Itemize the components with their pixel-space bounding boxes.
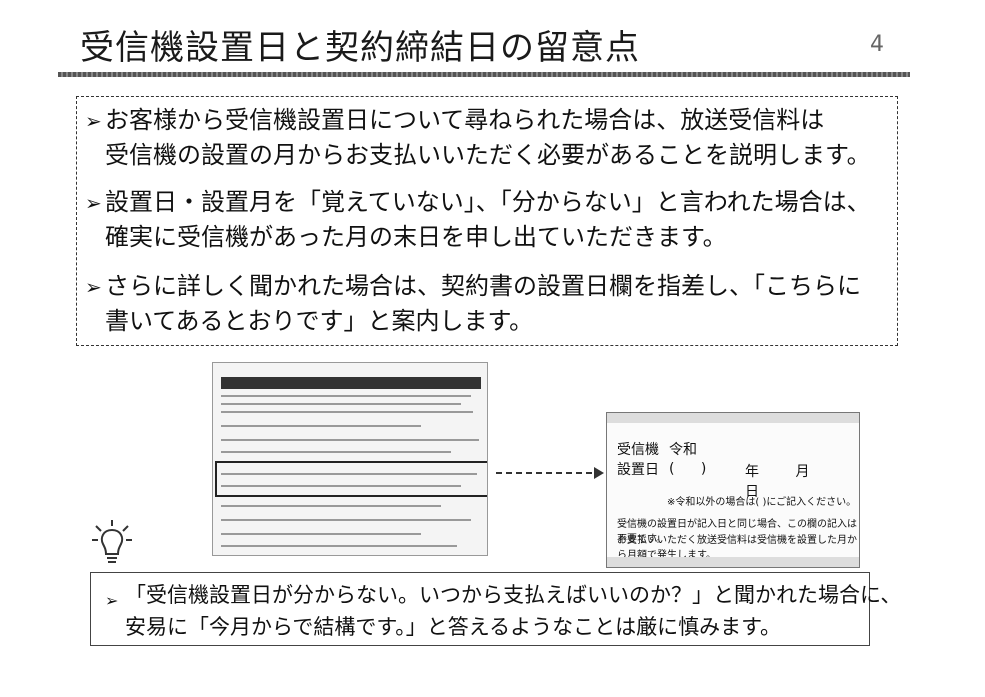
bullet-line-2: 書いてあるとおりです」と案内します。: [105, 307, 534, 335]
bullet-item: ➢さらに詳しく聞かれた場合は、契約書の設置日欄を指差し、「こちらに 書いてあると…: [85, 269, 861, 338]
installation-date-highlight: [215, 461, 487, 497]
zoom-note-era: ※令和以外の場合は( )にご記入ください。: [667, 497, 857, 508]
form-line: [221, 403, 461, 405]
bullet-line-1: 設置日・設置月を「覚えていない」、「分からない」と言われた場合は、: [105, 188, 871, 216]
zoom-note-payment: お支払いいただく放送受信料は受信機を設置した月から月額で発生します。: [617, 535, 857, 561]
bullet-mark: ➢: [85, 275, 102, 299]
bullet-box: ➢お客様から受信機設置日について尋ねられた場合は、放送受信料は 受信機の設置の月…: [76, 96, 898, 346]
notice-mark: ➢: [105, 591, 119, 610]
form-line: [221, 411, 473, 413]
bullet-line-1: さらに詳しく聞かれた場合は、契約書の設置日欄を指差し、「こちらに: [105, 272, 861, 300]
bullet-mark: ➢: [85, 191, 102, 215]
bullet-line-2: 受信機の設置の月からお支払いいただく必要があることを説明します。: [105, 141, 871, 169]
zoom-paren: ( ): [669, 461, 707, 477]
lightbulb-icon: [92, 520, 132, 563]
zoom-era: 令和: [669, 442, 697, 458]
form-line: [221, 451, 451, 453]
zoom-label-line-1: 受信機: [617, 442, 659, 458]
form-line: [221, 473, 477, 475]
form-line: [221, 425, 421, 427]
zoom-bottom-strip: [607, 557, 859, 567]
bullet-mark: ➢: [85, 109, 102, 133]
notice-line-2: 安易に「今月からで結構です。」と答えるようなことは厳に慎みます。: [125, 615, 782, 639]
zoom-top-strip: [607, 413, 859, 423]
form-line: [221, 505, 441, 507]
bullet-line-1: お客様から受信機設置日について尋ねられた場合は、放送受信料は: [105, 106, 825, 134]
form-line: [221, 533, 421, 535]
title-underline: [58, 72, 910, 77]
zoom-note-same-day: 受信機の設置日が記入日と同じ場合、この欄の記入は不要です。: [617, 519, 857, 545]
form-line: [221, 519, 471, 521]
zoom-label-line-2: 設置日: [617, 462, 659, 478]
form-line: [221, 485, 461, 487]
form-line: [221, 395, 471, 397]
caution-notice-box: ➢ 「受信機設置日が分からない。いつから支払えばいいのか？」と聞かれた場合に、 …: [90, 572, 901, 646]
bullet-item: ➢お客様から受信機設置日について尋ねられた場合は、放送受信料は 受信機の設置の月…: [85, 103, 871, 172]
form-line: [221, 545, 457, 547]
bullet-item: ➢設置日・設置月を「覚えていない」、「分からない」と言われた場合は、 確実に受信…: [85, 185, 871, 254]
form-header-bar: [221, 377, 481, 389]
page-number: 4: [870, 32, 884, 57]
page-title: 受信機設置日と契約締結日の留意点: [80, 28, 640, 68]
contract-form-thumbnail: [212, 362, 488, 556]
bullet-line-2: 確実に受信機があった月の末日を申し出ていただきます。: [105, 223, 727, 251]
zoom-ymd: 年 月 日: [745, 464, 810, 500]
installation-date-zoom-panel: 受信機 設置日 令和 ( ) 年 月 日 ※令和以外の場合は( )にご記入くださ…: [606, 412, 860, 568]
form-line: [221, 439, 479, 441]
notice-line-1: 「受信機設置日が分からない。いつから支払えばいいのか？」と聞かれた場合に、: [125, 583, 902, 607]
dashed-arrow-icon: [496, 467, 604, 479]
